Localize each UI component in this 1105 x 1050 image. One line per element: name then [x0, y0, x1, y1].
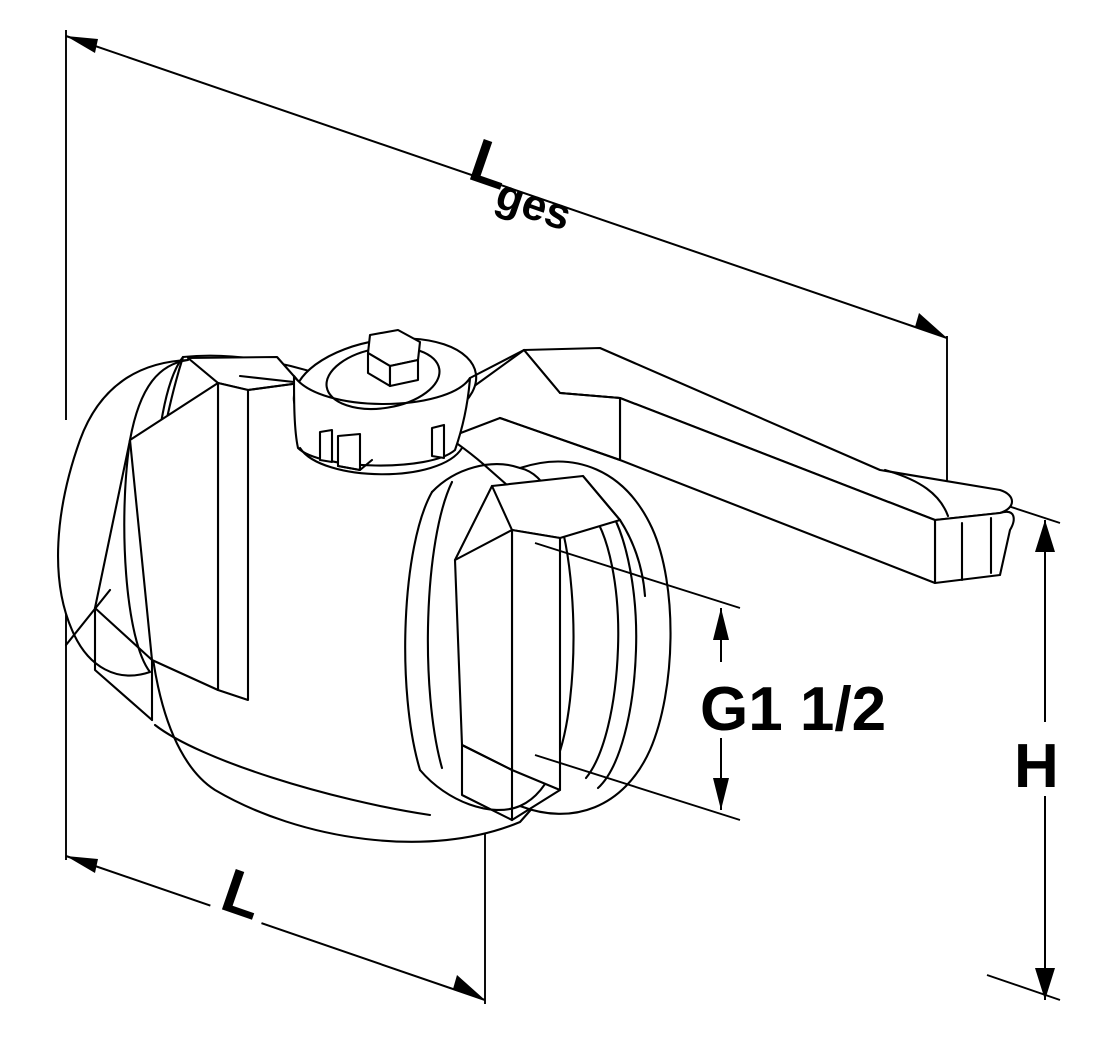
h-label: H — [1014, 732, 1059, 801]
lges-dimension-line — [65, 35, 948, 339]
lever-root-crease-b — [498, 416, 622, 462]
l-arrow-right — [453, 975, 485, 1000]
hex-union-nut — [404, 460, 672, 822]
union-nut-right-edge — [581, 474, 622, 522]
dimension-h: H — [986, 504, 1076, 1001]
dimension-l: L — [65, 610, 486, 1004]
lges-arrow-right — [915, 313, 947, 338]
union-ring-inner-edge-2 — [584, 506, 620, 780]
g-leader-bottom — [534, 754, 741, 821]
h-leader-bottom — [986, 974, 1061, 1001]
g-arrow-top — [713, 608, 729, 640]
stem-cap-lower-arc — [298, 446, 464, 476]
l-dimension-line — [65, 855, 486, 1001]
valve-assembly — [57, 328, 1015, 843]
hex-end-nut — [57, 355, 302, 722]
union-nut-top-face — [490, 474, 622, 540]
end-nut-front-face — [128, 381, 220, 692]
union-nut-left-edge — [453, 484, 494, 562]
cap-to-body-line-left — [238, 374, 296, 384]
union-ring-front-lip — [404, 490, 434, 772]
stem-cap-notch-mid-bottom — [336, 458, 374, 472]
end-nut-side-face-a — [216, 381, 250, 702]
stem-cap-notch-right — [430, 423, 446, 460]
lever-end-face — [933, 510, 1015, 585]
union-nut-chamfer-a — [460, 743, 514, 822]
union-nut-chamfer-c — [510, 788, 562, 822]
stem-cap-notch-mid — [336, 432, 362, 472]
l-arrow-left — [66, 856, 98, 873]
union-ring-front-bottom — [418, 768, 522, 811]
h-leader-top — [1004, 504, 1061, 524]
g-thread-label: G1 1/2 — [700, 675, 886, 744]
lever-root-crease-a — [558, 391, 622, 400]
union-nut-face-left — [453, 528, 514, 772]
end-nut-edge-left — [93, 438, 132, 610]
g-label-backdrop — [696, 662, 882, 738]
h-arrow-top — [1035, 520, 1055, 552]
end-nut-chamfer — [93, 606, 154, 722]
lever-handle — [453, 346, 1015, 585]
stem-hex-head-side-right — [388, 358, 420, 388]
g-leader-top — [534, 542, 741, 609]
union-nut-face-front — [510, 528, 562, 792]
lever-end-round-top — [883, 468, 950, 518]
end-nut-leader-tick — [64, 588, 112, 647]
valve-body-lower-seam — [153, 723, 432, 817]
union-ring-inner-edge — [596, 496, 638, 790]
stem-cap — [292, 328, 478, 476]
lges-label-sub: ges — [490, 170, 578, 241]
union-nut-right-curve — [618, 518, 647, 598]
union-nut-chamfer-b — [460, 743, 514, 822]
end-nut-edge-top-right — [246, 381, 302, 392]
end-nut-chamfer-2 — [93, 606, 154, 722]
lges-arrow-left — [66, 36, 98, 53]
h-label-backdrop — [1012, 722, 1076, 796]
dimension-g-thread: G1 1/2 — [534, 542, 886, 821]
cap-to-body-line-right — [468, 348, 526, 380]
g-arrow-bottom — [713, 778, 729, 810]
union-ring-front-lip-2 — [426, 480, 454, 770]
union-ring-front-top — [430, 463, 522, 494]
h-arrow-bottom — [1035, 968, 1055, 1000]
l-label-backdrop — [205, 860, 278, 937]
stem-cap-notch-left — [318, 428, 334, 464]
union-outer-ring — [518, 460, 672, 815]
